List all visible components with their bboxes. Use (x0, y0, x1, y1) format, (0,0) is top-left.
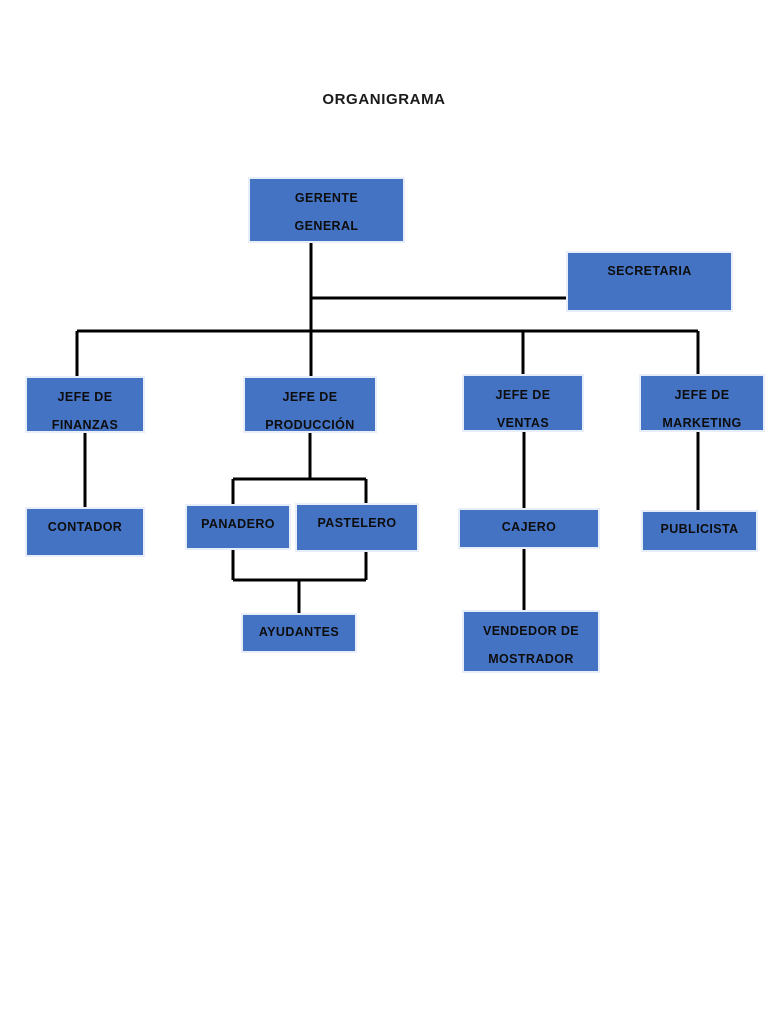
node-jefe-marketing[interactable]: JEFE DE MARKETING (639, 374, 765, 432)
page-title: ORGANIGRAMA (322, 91, 446, 108)
node-label-line2: FINANZAS (51, 418, 119, 432)
node-pastelero[interactable]: PASTELERO (295, 503, 419, 552)
node-label-line2: GENERAL (294, 219, 359, 233)
node-label-line1: JEFE DE (57, 390, 113, 404)
node-label-line1: PANADERO (201, 517, 275, 531)
node-label-line2: PRODUCCIÓN (265, 418, 355, 432)
node-label-line1: SECRETARIA (607, 264, 692, 278)
node-label-line1: AYUDANTES (258, 625, 340, 639)
node-jefe-finanzas[interactable]: JEFE DE FINANZAS (25, 376, 145, 433)
node-label-line1: VENDEDOR DE (482, 624, 580, 638)
node-panadero[interactable]: PANADERO (185, 504, 291, 550)
node-jefe-ventas[interactable]: JEFE DE VENTAS (462, 374, 584, 432)
node-cajero[interactable]: CAJERO (458, 508, 600, 549)
node-label-line2: MOSTRADOR (488, 652, 574, 666)
node-label-line1: PASTELERO (317, 516, 397, 530)
node-vendedor-mostrador[interactable]: VENDEDOR DE MOSTRADOR (462, 610, 600, 673)
node-label-line1: CONTADOR (47, 520, 123, 534)
node-publicista[interactable]: PUBLICISTA (641, 510, 758, 552)
node-label-line2: VENTAS (496, 416, 550, 430)
node-label-line1: CAJERO (501, 520, 557, 534)
node-label-line1: PUBLICISTA (660, 522, 739, 536)
node-ayudantes[interactable]: AYUDANTES (241, 613, 357, 653)
node-gerente-general[interactable]: GERENTE GENERAL (248, 177, 405, 243)
node-jefe-produccion[interactable]: JEFE DE PRODUCCIÓN (243, 376, 377, 433)
node-label-line1: JEFE DE (674, 388, 730, 402)
node-label-line1: JEFE DE (495, 388, 551, 402)
node-label-line1: JEFE DE (282, 390, 338, 404)
node-label-line1: GERENTE (294, 191, 359, 205)
node-secretaria[interactable]: SECRETARIA (566, 251, 733, 312)
node-contador[interactable]: CONTADOR (25, 507, 145, 557)
node-label-line2: MARKETING (662, 416, 742, 430)
